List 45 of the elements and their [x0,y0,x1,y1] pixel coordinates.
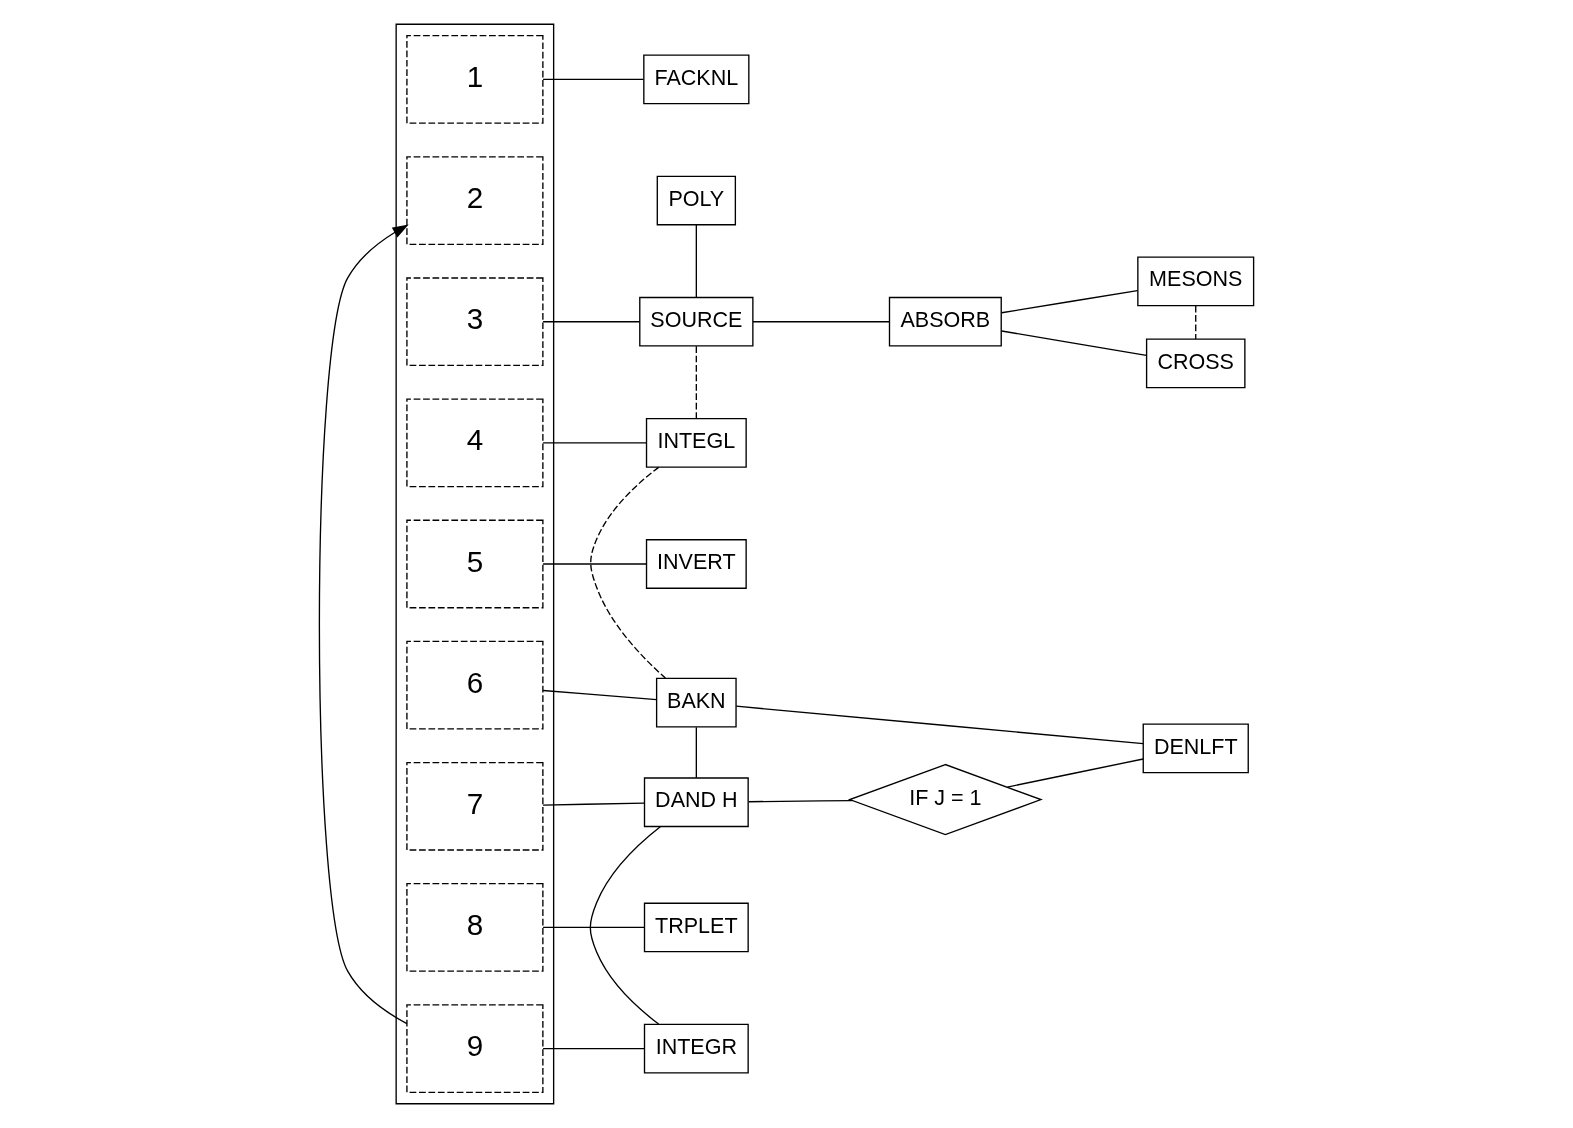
node-diamond: IF J = 1 [847,763,1043,836]
node-box: 6 [406,640,544,730]
node-box: 8 [406,883,544,972]
connector [695,726,697,779]
connector [542,926,645,929]
node-box: INTEGL [645,417,747,468]
connector [542,78,645,81]
node-box: 5 [406,519,544,609]
connector [695,345,697,419]
node-box: POLY [656,175,737,226]
node-box: 4 [406,398,544,488]
node-box: MESONS [1137,256,1255,307]
node-box: INVERT [645,539,747,589]
node-box: BAKN [655,677,737,728]
node-box: 2 [406,156,544,245]
connector [542,321,641,323]
node-box: 1 [406,35,544,124]
connector [542,689,658,701]
connector [695,224,697,298]
node-box: TRPLET [643,902,749,953]
connector [1195,305,1197,340]
node-box: FACKNL [643,54,750,105]
connector [1006,758,1144,788]
connector [752,321,890,323]
arrow [318,224,409,1025]
connector [542,442,647,444]
connector [1001,289,1139,314]
connector [542,563,647,565]
connector [542,1047,645,1050]
connector [589,825,662,1025]
node-box: DENLFT [1142,723,1249,774]
node-box: CROSS [1145,338,1246,389]
node-box: DAND H [643,777,749,828]
connector [748,799,853,803]
node-box: ABSORB [888,296,1002,347]
connector [1001,330,1147,356]
connector [735,705,1144,745]
node-box: 3 [406,277,544,367]
connector [590,466,667,679]
node-box: 9 [406,1004,544,1093]
node-box: INTEGR [643,1023,749,1074]
node-box: SOURCE [639,296,754,347]
connector [542,802,645,806]
cluster [395,23,555,1105]
node-box: 7 [406,761,544,851]
